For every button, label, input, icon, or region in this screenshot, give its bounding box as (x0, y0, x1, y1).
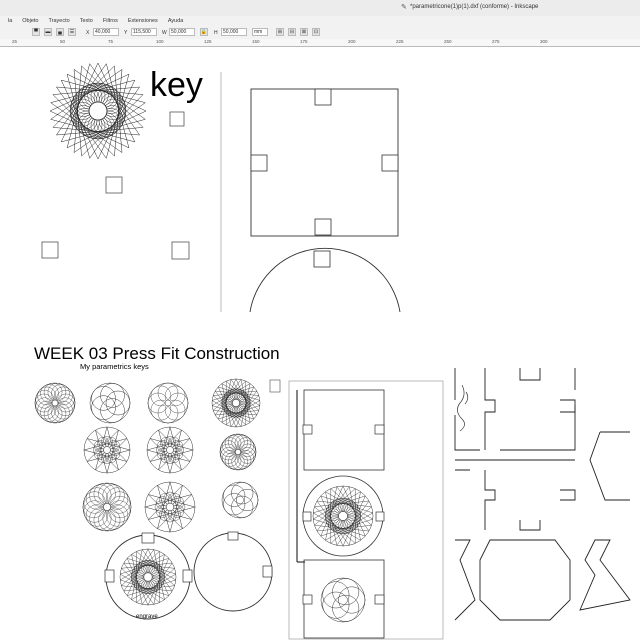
ruler-tick: 50 (60, 39, 66, 44)
page-title: WEEK 03 Press Fit Construction (34, 344, 280, 363)
distribute-icon[interactable]: ☰ (68, 28, 76, 36)
menu-item-object[interactable]: Objeto (22, 18, 39, 24)
menu-item-text[interactable]: Texto (79, 18, 93, 24)
slot-square[interactable] (171, 241, 190, 260)
engrave-label: engrave (136, 614, 158, 620)
cut-layout-panels (454, 368, 631, 621)
align-middle-icon[interactable]: ▬ (44, 28, 52, 36)
ruler-tick: 125 (204, 39, 212, 44)
menu-item-path[interactable]: Trayecto (48, 18, 70, 24)
menu-item-help[interactable]: Ayuda (167, 18, 184, 24)
slot-square[interactable] (41, 241, 59, 259)
y-label: Y (124, 30, 128, 36)
slot-square (269, 379, 281, 393)
ruler-tick: 25 (12, 39, 18, 44)
move-gradients-icon[interactable]: ⊠ (300, 28, 308, 36)
large-key-blank (193, 531, 273, 612)
x-label: X (86, 30, 90, 36)
ruler-tick: 100 (156, 39, 164, 44)
unit-select[interactable]: mm (252, 28, 268, 36)
align-bottom-icon[interactable]: ▄ (56, 28, 64, 36)
ruler-tick: 200 (348, 39, 356, 44)
horizontal-ruler[interactable]: 25 50 75 100 125 150 175 200 225 250 275… (0, 39, 640, 47)
move-patterns-icon[interactable]: ⊡ (312, 28, 320, 36)
menu-bar: la Objeto Trayecto Texto Filtros Extensi… (0, 16, 640, 26)
window-title: *parametricone(1)p(1).dxf (conforme) - I… (410, 4, 539, 10)
large-key-engrave (104, 532, 193, 620)
menu-item-layer[interactable]: la (8, 18, 13, 24)
align-top-icon[interactable]: ▀ (32, 28, 40, 36)
parametric-keys-grid (34, 378, 374, 623)
h-field[interactable]: 50,000 (221, 28, 247, 36)
page-subtitle: My parametrics keys (80, 362, 149, 371)
x-field[interactable]: 40,000 (93, 28, 119, 36)
y-field[interactable]: 115,500 (131, 28, 157, 36)
ruler-tick: 150 (252, 39, 260, 44)
menu-item-extensions[interactable]: Extensiones (127, 18, 158, 24)
lock-icon[interactable]: 🔒 (200, 28, 208, 36)
middle-panel (288, 380, 444, 640)
w-label: W (162, 30, 167, 36)
inkscape-app-icon: ✎ (401, 4, 407, 11)
ruler-tick: 250 (444, 39, 452, 44)
w-field[interactable]: 50,000 (169, 28, 195, 36)
ruler-tick: 75 (108, 39, 114, 44)
key-label[interactable]: key (150, 66, 203, 104)
ruler-tick: 225 (396, 39, 404, 44)
spirograph-key[interactable] (49, 62, 147, 160)
slot-square[interactable] (169, 111, 185, 127)
ruler-tick: 175 (300, 39, 308, 44)
ruler-tick: 300 (540, 39, 548, 44)
menu-item-filters[interactable]: Filtros (102, 18, 118, 24)
scale-corners-icon[interactable]: ⊟ (288, 28, 296, 36)
h-label: H (214, 30, 218, 36)
spiral-engraving-marks (457, 384, 469, 432)
tool-controls-bar: ▀ ▬ ▄ ☰ X 40,000 Y 115,500 W 50,000 🔒 H … (0, 26, 640, 40)
circle-piece-partial[interactable] (249, 247, 401, 313)
square-piece-with-slots[interactable] (250, 88, 399, 237)
scale-stroke-icon[interactable]: ⊞ (276, 28, 284, 36)
slot-square[interactable] (105, 176, 123, 194)
ruler-tick: 275 (492, 39, 500, 44)
